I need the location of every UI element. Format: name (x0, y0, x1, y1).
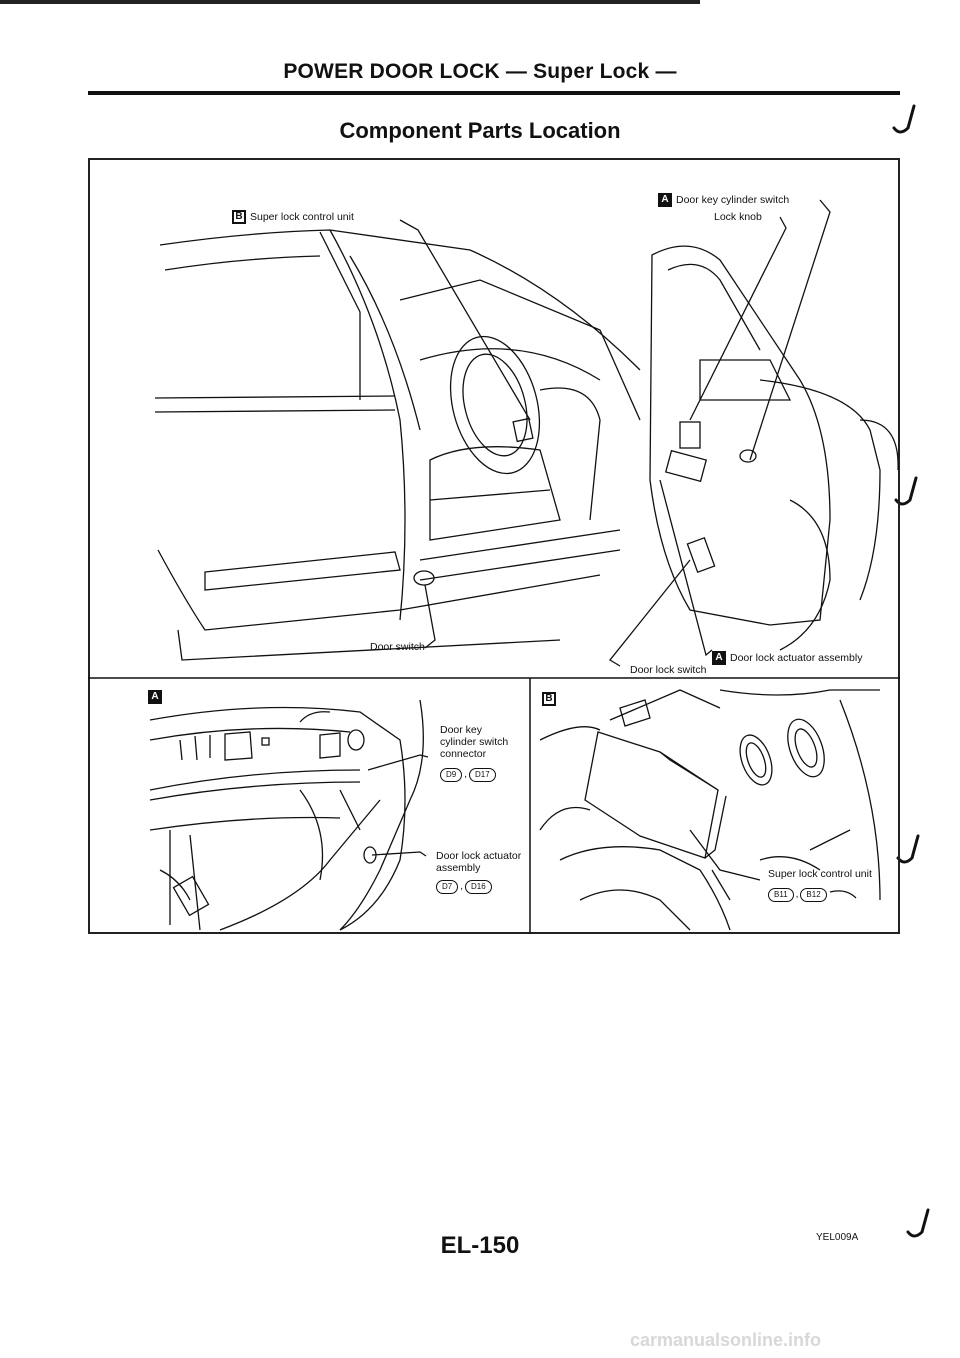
door-lock-switch-label: Door lock switch (630, 664, 707, 676)
diagram-a-reference-badge: A (658, 193, 672, 207)
section-title: Component Parts Location (339, 118, 621, 143)
top-edge-bar (0, 0, 700, 4)
super-lock-unit-connector-codes: B11,B12 (768, 884, 829, 902)
actuator-connector-codes: D7,D16 (436, 876, 494, 894)
header-rule (88, 91, 900, 95)
panel-b-super-lock-unit-label: Super lock control unit (768, 868, 872, 880)
connector-b11: B11 (768, 888, 794, 902)
door-switch-label: Door switch (370, 641, 425, 653)
lock-knob-label: Lock knob (714, 211, 762, 223)
panel-a-badge: A (148, 688, 166, 706)
connector-d17: D17 (469, 768, 496, 782)
figure-code: YEL009A (816, 1232, 859, 1243)
diagram-b-reference-badge: B (232, 210, 246, 224)
connector-b12: B12 (800, 888, 827, 902)
watermark: carmanualsonline.info (630, 1330, 822, 1350)
connector-d9: D9 (440, 768, 463, 782)
connector-d16: D16 (465, 880, 492, 894)
page-number: EL-150 (440, 1232, 520, 1259)
figure-frame (88, 158, 900, 934)
page-header-title: POWER DOOR LOCK — Super Lock — (283, 60, 677, 83)
actuator-assembly-label: Door lock actuator assembly (436, 850, 522, 874)
connector-d7: D7 (436, 880, 459, 894)
panel-b-badge: B (542, 690, 560, 708)
diagram-a-reference-badge-2: A (712, 651, 726, 665)
key-switch-connector-codes: D9,D17 (440, 764, 498, 782)
key-switch-connector-label: Door key cylinder switch connector (440, 724, 509, 760)
